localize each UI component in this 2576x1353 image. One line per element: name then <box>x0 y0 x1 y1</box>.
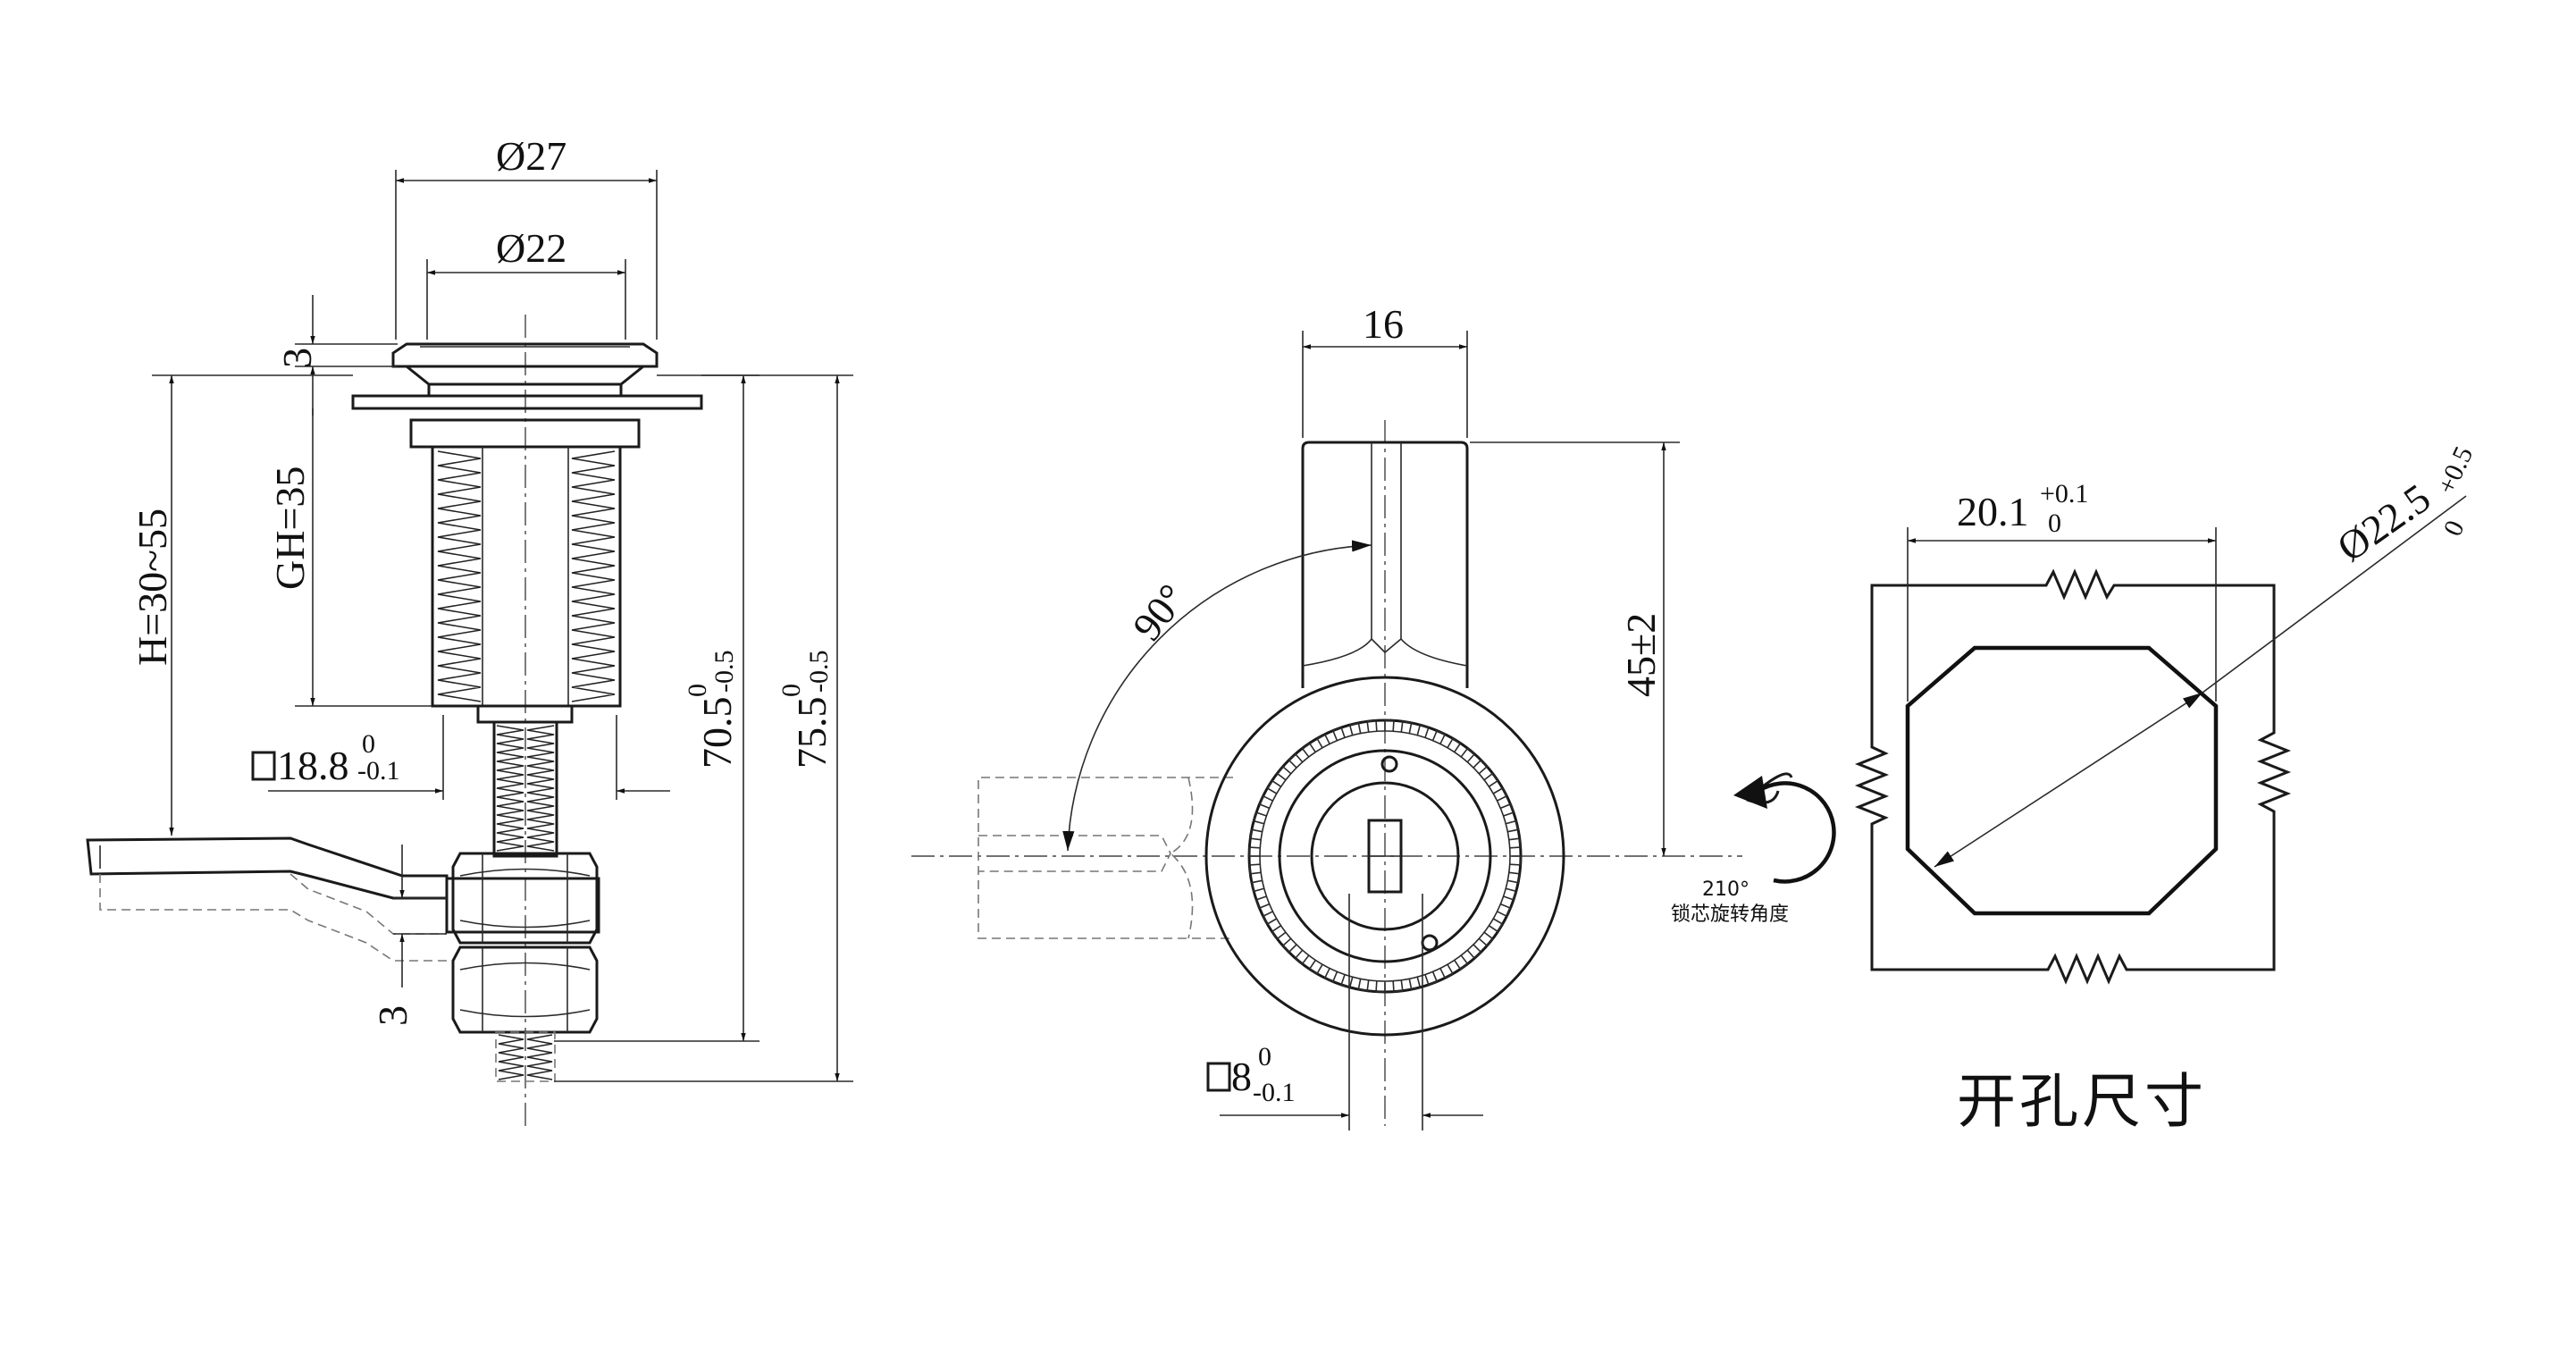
front-core <box>1310 781 1460 931</box>
dim-square-side-sup: 0 <box>362 729 375 759</box>
lower-nut <box>451 945 599 1034</box>
dim-square-front-sub: -0.1 <box>1253 1078 1296 1107</box>
dim-square-front-main: 8 <box>1231 1054 1252 1099</box>
dim-angle-label: 90° <box>1124 576 1196 649</box>
dim-dia-outer-label: Ø27 <box>496 133 566 179</box>
dim-width-label: 16 <box>1363 301 1404 347</box>
dim-cutout-diagonal-main: Ø22.5 <box>2328 475 2438 570</box>
cutout-view: 20.1 +0.1 0 Ø22.5 +0.5 0 开孔尺寸 <box>1854 442 2479 1136</box>
rotation-indicator: 210° 锁芯旋转角度 <box>1671 772 1836 926</box>
knurl-ring <box>427 382 623 398</box>
dim-length-b-sub: -0.5 <box>804 651 834 693</box>
dim-square-front-sup: 0 <box>1258 1042 1271 1071</box>
dim-square-side-sub: -0.1 <box>357 756 400 786</box>
dim-cutout-width-sub: 0 <box>2048 508 2061 538</box>
dim-head-height-label: 3 <box>274 348 320 368</box>
square-symbol-front-icon <box>1206 1062 1231 1092</box>
dim-length-a-sup: 0 <box>683 684 712 697</box>
front-outer-ring <box>1204 676 1565 1037</box>
dim-cam-thickness-label: 3 <box>370 1005 415 1026</box>
dim-cam-thickness: 3 <box>370 845 447 1026</box>
cutout-frame <box>1854 568 2292 985</box>
dim-angle-arc: 90° <box>1062 540 1372 852</box>
cutout-hole <box>1905 645 2219 916</box>
dim-dia-outer: Ø27 <box>395 133 658 340</box>
dim-length-a-sub: -0.5 <box>709 651 739 693</box>
cutout-title: 开孔尺寸 <box>1957 1067 2207 1136</box>
dim-length-a: 70.5 0 -0.5 <box>554 374 759 1042</box>
dim-length-a-main: 70.5 <box>694 697 740 769</box>
threaded-body <box>431 445 622 708</box>
screw-tail <box>495 1031 556 1082</box>
dim-cam-length-label: 45±2 <box>1618 613 1664 697</box>
front-cam-arm <box>1301 441 1469 688</box>
dim-length-b-sup: 0 <box>776 684 806 697</box>
rotation-note-label: 锁芯旋转角度 <box>1671 903 1789 926</box>
rotation-angle-label: 210° <box>1702 878 1749 901</box>
dim-grip-height-label: GH=35 <box>267 466 313 590</box>
dim-cutout-width-main: 20.1 <box>1957 489 2029 534</box>
dim-cutout-width: 20.1 +0.1 0 <box>1907 479 2217 702</box>
dim-cutout-diagonal-sub: 0 <box>2438 516 2470 541</box>
front-cam-ghost <box>978 777 1233 939</box>
dim-dia-inner: Ø22 <box>426 225 626 340</box>
front-plug-ring <box>1278 749 1492 963</box>
screw-shaft <box>492 720 558 858</box>
dim-square-side: 18.8 0 -0.1 <box>251 715 670 800</box>
clamp-block <box>445 877 600 934</box>
dim-head-height: 3 <box>274 295 398 416</box>
dim-range: H=30~55 <box>130 374 353 836</box>
dim-dia-inner-label: Ø22 <box>496 225 566 271</box>
front-view: 90° 16 45±2 210° 锁芯旋转角度 <box>911 301 1836 1130</box>
side-view: Ø27 Ø22 3 GH=35 H=30~55 <box>86 133 853 1126</box>
square-symbol-icon <box>251 751 276 781</box>
dim-range-label: H=30~55 <box>130 508 175 666</box>
front-pin-top <box>1380 755 1398 773</box>
dim-length-b-main: 75.5 <box>789 697 835 769</box>
dim-cutout-diagonal-sup: +0.5 <box>2431 442 2479 499</box>
dim-length-b: 75.5 0 -0.5 <box>554 374 853 1082</box>
upper-nut <box>451 852 599 945</box>
front-pin-bottom <box>1421 934 1439 952</box>
rotate-arrow-icon <box>1733 776 1767 809</box>
dim-cam-length: 45±2 <box>1470 441 1680 856</box>
dim-width: 16 <box>1302 301 1468 438</box>
dim-grip-height: GH=35 <box>267 408 432 707</box>
panel-plate <box>351 394 703 410</box>
dim-square-side-main: 18.8 <box>277 743 349 788</box>
cam-arm <box>86 836 449 962</box>
dim-cutout-width-sup: +0.1 <box>2040 479 2088 508</box>
dim-square-front: 8 0 -0.1 <box>1206 894 1483 1130</box>
